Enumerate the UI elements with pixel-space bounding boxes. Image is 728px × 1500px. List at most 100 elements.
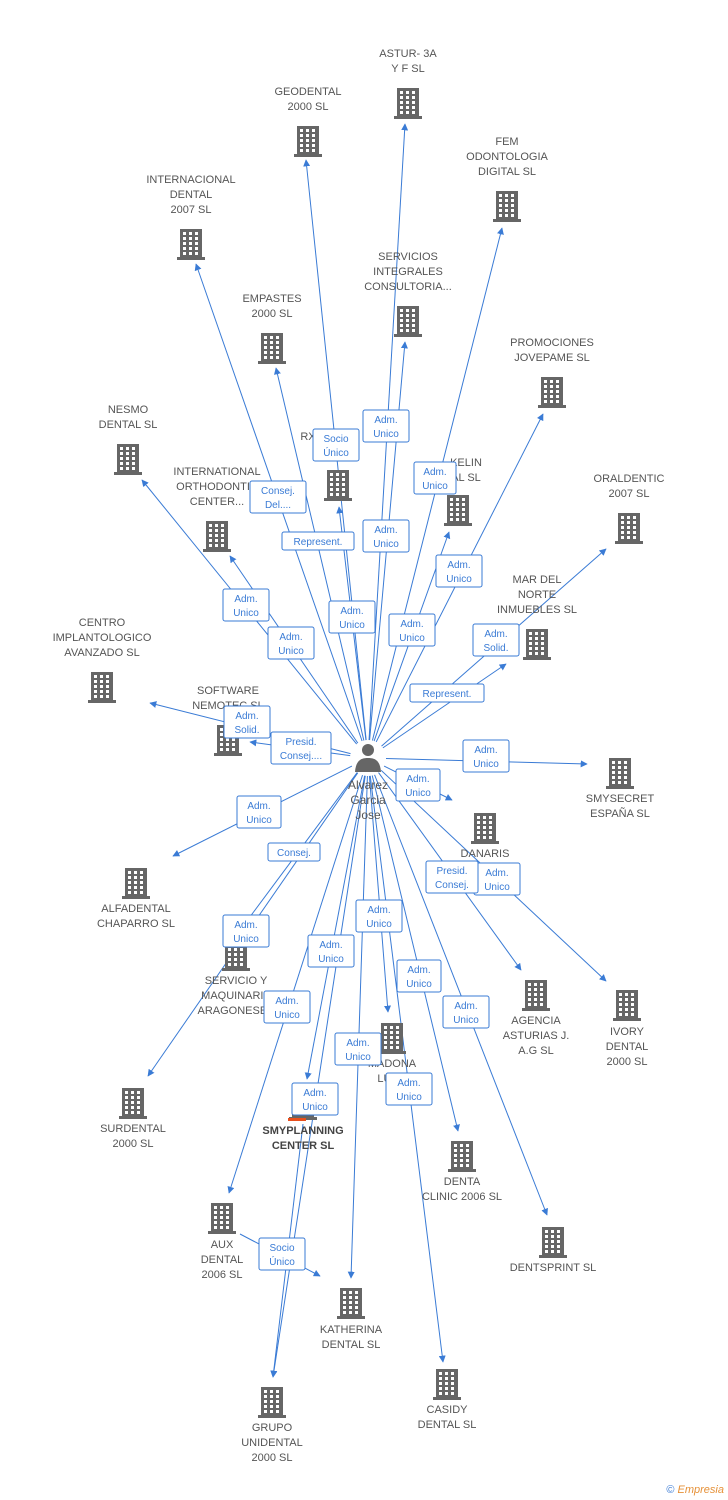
role-label: Socio	[323, 434, 348, 445]
company-node-astur[interactable]: ASTUR- 3AY F SL	[379, 48, 437, 119]
company-node-aux-dental[interactable]: AUX DENTAL 2006 SL	[201, 1203, 244, 1281]
role-badge: Adm.Solid.	[223, 705, 271, 739]
role-badge: Adm.Unico	[222, 914, 270, 948]
building-icon	[122, 868, 150, 899]
company-node-dentsprint[interactable]: DENTSPRINT SL	[510, 1227, 597, 1274]
company-label: NESMO	[108, 404, 149, 416]
role-label: Unico	[233, 934, 259, 945]
person-name-line: Jose	[355, 808, 381, 822]
role-label: Unico	[484, 882, 510, 893]
edge-katherina	[347, 775, 368, 1279]
company-label: DENTAL SL	[418, 1419, 477, 1431]
company-label: 2006 SL	[202, 1269, 243, 1281]
company-label: KATHERINA	[320, 1324, 383, 1336]
edge-casidy	[369, 775, 446, 1363]
role-label: Consej.	[261, 486, 295, 497]
company-label: CENTRO	[79, 617, 126, 629]
role-label: Adm.	[485, 868, 508, 879]
role-label: Adm.	[279, 632, 302, 643]
company-label: DENTAL	[606, 1041, 649, 1053]
company-label: INTERNACIONAL	[146, 174, 235, 186]
company-node-international-ortho[interactable]: INTERNATIONALORTHODONTICCENTER...	[173, 466, 261, 552]
role-label: Unico	[422, 481, 448, 492]
company-label: 2007 SL	[609, 488, 650, 500]
role-label: Presid.	[285, 737, 316, 748]
company-label: 2000 SL	[252, 308, 293, 320]
company-label: NORTE	[518, 589, 556, 601]
role-badge: Consej.	[267, 842, 321, 862]
building-icon	[538, 377, 566, 408]
role-label: Adm.	[484, 629, 507, 640]
building-icon	[522, 980, 550, 1011]
role-label: Adm.	[340, 606, 363, 617]
company-label: SMYSECRET	[586, 793, 655, 805]
company-label: INTERNATIONAL	[173, 466, 260, 478]
building-icon	[258, 333, 286, 364]
company-node-nesmo[interactable]: NESMO DENTAL SL	[99, 404, 158, 475]
role-label: Unico	[345, 1052, 371, 1063]
role-badge: Adm.Unico	[355, 899, 403, 933]
edge-denta-clinic	[371, 775, 460, 1132]
company-label: DENTA	[444, 1176, 481, 1188]
company-label: DENTAL SL	[99, 419, 158, 431]
company-label: ALFADENTAL	[101, 903, 171, 915]
company-label: DENTAL	[201, 1254, 244, 1266]
company-label: CENTER SL	[272, 1140, 335, 1152]
company-label: AUX	[211, 1239, 234, 1251]
role-badge: Consej.Del....	[249, 480, 307, 514]
company-node-madona[interactable]: MADONALUEN	[368, 1023, 417, 1085]
role-badge: Adm.Unico	[362, 519, 410, 553]
company-label: ODONTOLOGIA	[466, 151, 548, 163]
role-label: Adm.	[374, 525, 397, 536]
role-label: Adm.	[234, 594, 257, 605]
building-icon	[337, 1288, 365, 1319]
role-badge: Adm.Unico	[395, 768, 441, 802]
role-badge: Adm. Unico	[473, 862, 521, 896]
edge-madona	[368, 775, 391, 1013]
role-label: Adm.	[247, 801, 270, 812]
company-label: UNIDENTAL	[241, 1437, 303, 1449]
company-label: IVORY	[610, 1026, 645, 1038]
role-label: Unico	[246, 815, 272, 826]
company-label: INMUEBLES SL	[497, 604, 577, 616]
company-node-katherina[interactable]: KATHERINA DENTAL SL	[320, 1288, 383, 1351]
building-icon	[177, 229, 205, 260]
company-label: SERVICIO Y	[205, 975, 268, 987]
company-label: PROMOCIONES	[510, 337, 594, 349]
role-badge: Adm.Unico	[222, 588, 270, 622]
company-label: Y F SL	[391, 63, 424, 75]
company-node-servicios-integrales[interactable]: SERVICIOSINTEGRALESCONSULTORIA...	[364, 251, 452, 337]
company-label: ARAGONESES	[197, 1005, 274, 1017]
roles-layer: SocioÚnicoAdm.UnicoAdm.UnicoConsej.Del..…	[222, 409, 521, 1271]
footer-brand[interactable]: © Empresia	[666, 1484, 724, 1496]
person-icon	[355, 744, 381, 772]
company-node-rx[interactable]: RX	[300, 431, 352, 501]
company-label: IMPLANTOLOGICO	[53, 632, 152, 644]
role-badge: Adm.Unico	[462, 739, 510, 773]
person-name-line: Alvarez	[348, 778, 388, 792]
company-label: DENTAL SL	[322, 1339, 381, 1351]
building-icon	[606, 758, 634, 789]
company-label: SERVICIOS	[378, 251, 438, 263]
